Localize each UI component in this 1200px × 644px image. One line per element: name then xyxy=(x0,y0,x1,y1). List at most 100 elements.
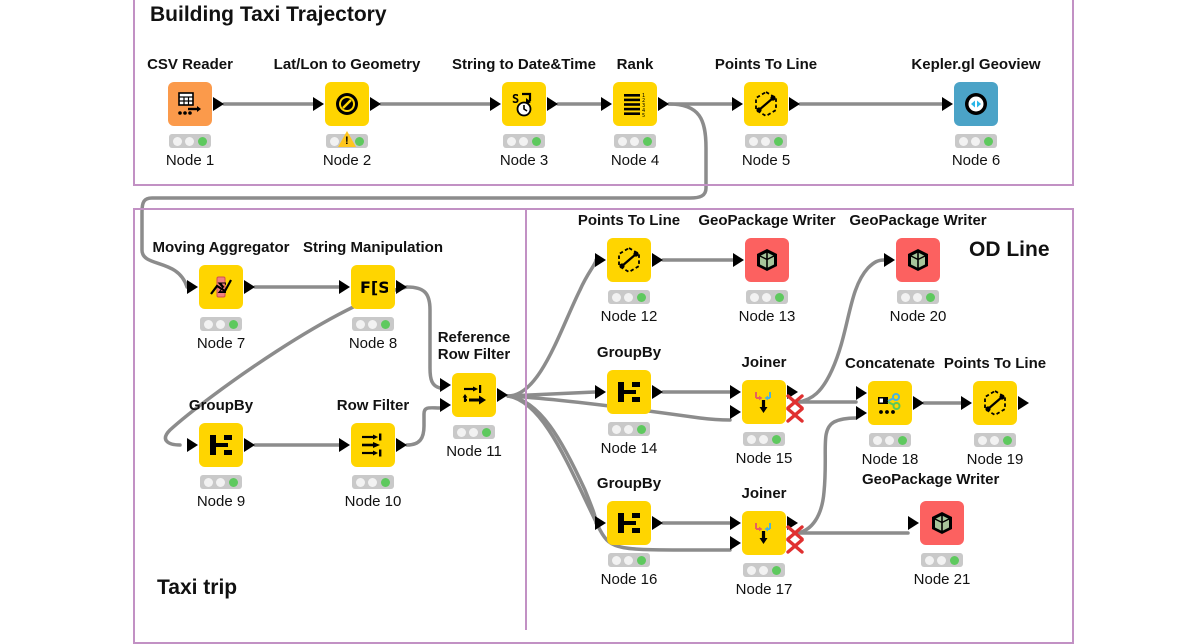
kepler-geoview-icon xyxy=(965,93,987,115)
points-to-line-icon xyxy=(618,246,640,274)
node-points-to-line-5[interactable]: Points To Line Node 5 xyxy=(715,56,817,169)
node-status-bar xyxy=(352,317,394,331)
frame-divider-vertical xyxy=(525,208,527,630)
svg-text:S: S xyxy=(512,92,519,106)
node-label: Node 5 xyxy=(741,152,791,169)
node-points-to-line-19[interactable]: Points To Line Node 19 xyxy=(944,355,1046,468)
node-body[interactable] xyxy=(868,381,912,425)
node-groupby-14[interactable]: GroupBy Node 14 xyxy=(595,344,663,457)
node-title: GroupBy xyxy=(596,475,662,492)
node-groupby-9[interactable]: GroupBy Node 9 xyxy=(187,397,255,510)
node-kepler-geoview[interactable]: Kepler.gl Geoview Node 6 xyxy=(911,56,1040,169)
node-latlon-to-geometry[interactable]: Lat/Lon to Geometry Node 2 xyxy=(274,56,421,169)
node-status-bar xyxy=(746,290,788,304)
node-output-port[interactable] xyxy=(652,385,663,399)
node-output-port[interactable] xyxy=(913,396,924,410)
node-output-port[interactable] xyxy=(789,97,800,111)
node-output-port[interactable] xyxy=(652,253,663,267)
node-input-port-2[interactable] xyxy=(856,406,867,420)
node-input-port[interactable] xyxy=(733,253,744,267)
node-input-port[interactable] xyxy=(339,438,350,452)
node-body[interactable]: F[S] xyxy=(351,265,395,309)
node-body[interactable] xyxy=(744,82,788,126)
node-body[interactable] xyxy=(745,238,789,282)
node-output-port[interactable] xyxy=(1018,396,1029,410)
node-joiner-17[interactable]: Joiner Node 17 xyxy=(730,485,804,598)
node-groupby-16[interactable]: GroupBy Node 16 xyxy=(595,475,663,588)
node-input-port[interactable] xyxy=(942,97,953,111)
string-to-datetime-icon: S xyxy=(512,92,532,117)
node-input-port[interactable] xyxy=(595,516,606,530)
node-input-port[interactable] xyxy=(601,97,612,111)
node-output-port[interactable] xyxy=(658,97,669,111)
node-body[interactable] xyxy=(920,501,964,545)
node-output-port[interactable] xyxy=(370,97,381,111)
node-input-port-2[interactable] xyxy=(730,536,741,550)
node-output-port[interactable] xyxy=(497,388,508,402)
node-input-port[interactable] xyxy=(884,253,895,267)
node-input-port[interactable] xyxy=(313,97,324,111)
node-body[interactable] xyxy=(742,380,786,424)
node-status-bar xyxy=(745,134,787,148)
node-output-port[interactable] xyxy=(787,516,798,530)
node-body[interactable] xyxy=(954,82,998,126)
node-input-port-2[interactable] xyxy=(730,405,741,419)
node-output-port[interactable] xyxy=(244,438,255,452)
node-status-bar xyxy=(169,134,211,148)
node-body[interactable] xyxy=(607,501,651,545)
node-points-to-line-12[interactable]: Points To Line Node 12 xyxy=(578,212,680,325)
node-name-geopackage-writer-node21: GeoPackage Writer xyxy=(862,471,1000,488)
node-input-port-1[interactable] xyxy=(440,378,451,392)
node-input-port-1[interactable] xyxy=(856,386,867,400)
node-label: Node 13 xyxy=(738,308,796,325)
node-output-port[interactable] xyxy=(652,516,663,530)
node-string-manipulation[interactable]: String Manipulation F[S] Node 8 xyxy=(303,239,443,352)
node-title: String Manipulation xyxy=(303,239,443,256)
node-body[interactable] xyxy=(607,238,651,282)
node-output-port[interactable] xyxy=(787,385,798,399)
node-status-bar xyxy=(897,290,939,304)
node-input-port[interactable] xyxy=(595,253,606,267)
node-body[interactable] xyxy=(351,423,395,467)
node-geopackage-writer-20[interactable]: GeoPackage Writer Node 20 xyxy=(849,212,986,325)
node-input-port[interactable] xyxy=(187,280,198,294)
node-input-port-2[interactable] xyxy=(440,398,451,412)
node-output-port[interactable] xyxy=(244,280,255,294)
node-body[interactable] xyxy=(896,238,940,282)
node-moving-aggregator[interactable]: Moving Aggregator Σ Node 7 xyxy=(153,239,290,352)
node-input-port[interactable] xyxy=(490,97,501,111)
node-csv-reader[interactable]: CSV Reader Node 1 xyxy=(147,56,233,169)
node-body[interactable]: S xyxy=(502,82,546,126)
node-body[interactable]: Σ xyxy=(199,265,243,309)
node-input-port[interactable] xyxy=(961,396,972,410)
node-body[interactable] xyxy=(168,82,212,126)
node-input-port[interactable] xyxy=(908,516,919,530)
node-output-port[interactable] xyxy=(213,97,224,111)
node-joiner-15[interactable]: Joiner Node 15 xyxy=(730,354,804,467)
node-geopackage-writer-21[interactable]: Node 21 xyxy=(908,501,970,588)
node-input-port[interactable] xyxy=(339,280,350,294)
node-reference-row-filter[interactable]: Reference Row Filter Node 11 xyxy=(438,329,511,460)
node-output-port[interactable] xyxy=(547,97,558,111)
node-body[interactable] xyxy=(973,381,1017,425)
node-input-port-1[interactable] xyxy=(730,385,741,399)
node-body[interactable] xyxy=(742,511,786,555)
node-row-filter[interactable]: Row Filter Node 10 xyxy=(337,397,410,510)
node-body[interactable] xyxy=(199,423,243,467)
node-string-to-datetime[interactable]: String to Date&Time S Node 3 xyxy=(452,56,596,169)
node-concatenate[interactable]: Concatenate Node 18 xyxy=(845,355,935,468)
node-label: Node 17 xyxy=(735,581,793,598)
node-output-port[interactable] xyxy=(396,280,407,294)
node-geopackage-writer-13[interactable]: GeoPackage Writer Node 13 xyxy=(698,212,835,325)
node-input-port[interactable] xyxy=(595,385,606,399)
node-body[interactable] xyxy=(325,82,369,126)
node-input-port[interactable] xyxy=(732,97,743,111)
node-input-port-1[interactable] xyxy=(730,516,741,530)
node-body[interactable] xyxy=(607,370,651,414)
node-input-port[interactable] xyxy=(187,438,198,452)
node-body[interactable] xyxy=(452,373,496,417)
node-output-port[interactable] xyxy=(396,438,407,452)
